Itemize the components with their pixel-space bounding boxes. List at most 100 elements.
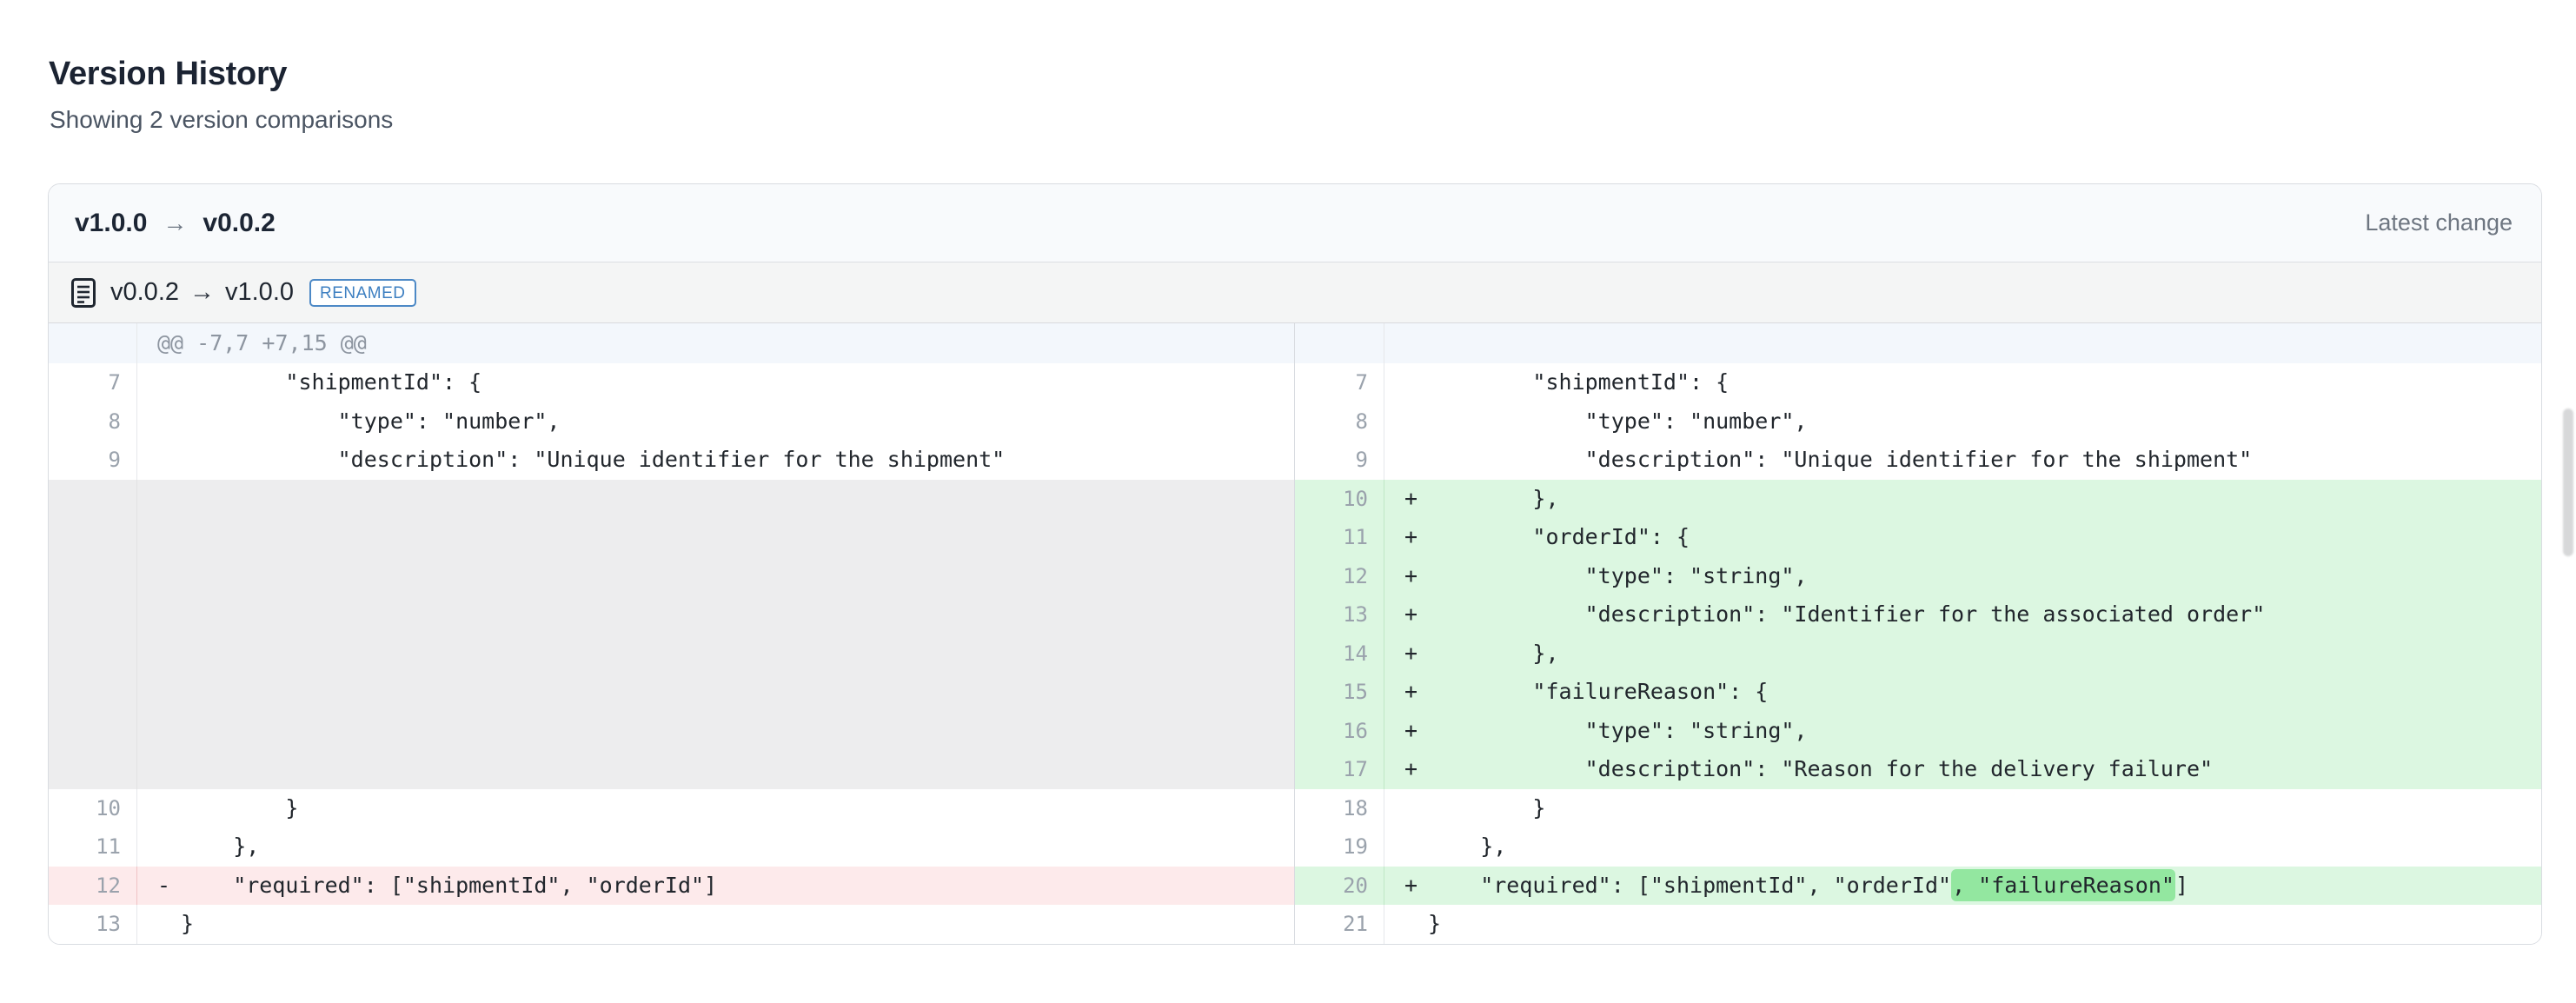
diff-line-removed: - "required": ["shipmentId", "orderId"] (137, 866, 1294, 905)
line-number: 9 (1294, 441, 1384, 480)
code-text: } (181, 911, 195, 936)
diff-line-context: "description": "Unique identifier for th… (137, 441, 1294, 480)
line-number (1294, 323, 1384, 363)
line-number: 10 (1294, 479, 1384, 518)
line-number (49, 323, 137, 363)
diff-row: 16+ "type": "string", (49, 711, 2541, 750)
diff-line-placeholder (137, 750, 1294, 789)
comparison-card-header[interactable]: v1.0.0 → v0.0.2 Latest change (49, 184, 2541, 262)
line-number: 19 (1294, 827, 1384, 867)
line-number: 15 (1294, 673, 1384, 712)
added-marker: + (1404, 756, 1418, 781)
line-number: 8 (1294, 402, 1384, 441)
page-title: Version History (49, 56, 288, 92)
line-number: 17 (1294, 750, 1384, 789)
line-number: 11 (1294, 518, 1384, 557)
hunk-header (1384, 323, 2541, 363)
line-number: 12 (1294, 556, 1384, 595)
diff-line-context: }, (1384, 827, 2541, 867)
line-number: 13 (49, 905, 137, 944)
diff-row: 10 }18 } (49, 788, 2541, 827)
line-number (49, 479, 137, 518)
diff-view: @@ -7,7 +7,15 @@7 "shipmentId": {7 "ship… (49, 323, 2541, 944)
diff-row: 13+ "description": "Identifier for the a… (49, 595, 2541, 634)
diff-line-added: + "orderId": { (1384, 518, 2541, 557)
code-text: "shipmentId": { (1428, 369, 1730, 395)
arrow-right-icon: → (189, 278, 215, 306)
diff-line-context: }, (137, 827, 1294, 867)
added-marker: + (1404, 872, 1418, 898)
added-marker: + (1404, 717, 1418, 743)
diff-row: 17+ "description": "Reason for the deliv… (49, 750, 2541, 789)
line-number (49, 711, 137, 750)
added-marker: + (1404, 562, 1418, 588)
code-text: }, (1428, 485, 1559, 511)
page-subtitle: Showing 2 version comparisons (50, 106, 394, 133)
line-number: 20 (1294, 866, 1384, 905)
file-version-to: v1.0.0 (225, 278, 294, 306)
code-text: "shipmentId": { (181, 369, 482, 395)
version-to: v0.0.2 (202, 208, 276, 237)
code-text: "required": ["shipmentId", "orderId"] (181, 872, 718, 898)
version-from: v1.0.0 (75, 208, 148, 237)
diff-line-added: + }, (1384, 479, 2541, 518)
diff-line-added: + "type": "string", (1384, 556, 2541, 595)
diff-row: 8 "type": "number",8 "type": "number", (49, 402, 2541, 441)
diff-line-placeholder (137, 518, 1294, 557)
line-number (49, 595, 137, 634)
diff-row: 12- "required": ["shipmentId", "orderId"… (49, 866, 2541, 905)
diff-line-context: } (137, 905, 1294, 944)
line-number: 14 (1294, 634, 1384, 673)
line-number (49, 750, 137, 789)
added-marker: + (1404, 679, 1418, 704)
code-text: "type": "number", (181, 408, 561, 434)
diff-row: @@ -7,7 +7,15 @@ (49, 323, 2541, 363)
diff-line-context: "shipmentId": { (1384, 363, 2541, 402)
code-text: }, (181, 834, 260, 859)
line-number (49, 518, 137, 557)
code-text: "orderId": { (1428, 524, 1690, 549)
line-number: 7 (49, 363, 137, 402)
diff-row: 14+ }, (49, 634, 2541, 673)
code-text: "type": "number", (1428, 408, 1808, 434)
code-text: "failureReason": { (1428, 679, 1769, 704)
code-text: } (1428, 794, 1546, 820)
diff-line-placeholder (137, 634, 1294, 673)
diff-row: 7 "shipmentId": {7 "shipmentId": { (49, 363, 2541, 402)
diff-line-added: + "description": "Reason for the deliver… (1384, 750, 2541, 789)
diff-row: 13}21} (49, 905, 2541, 944)
removed-marker: - (157, 872, 171, 898)
diff-line-context: "description": "Unique identifier for th… (1384, 441, 2541, 480)
code-segment: ] (2174, 872, 2188, 898)
code-text: }, (1428, 834, 1507, 859)
code-text: } (1428, 911, 1442, 936)
diff-row: 9 "description": "Unique identifier for … (49, 441, 2541, 480)
latest-change-label: Latest change (2365, 209, 2513, 236)
code-text: "required": ["shipmentId", "orderId", "f… (1428, 868, 2188, 901)
diff-row: 15 + "failureReason": { (49, 673, 2541, 712)
diff-line-context: "type": "number", (1384, 402, 2541, 441)
diff-row: 11 },19 }, (49, 827, 2541, 867)
diff-line-context: } (1384, 905, 2541, 944)
scrollbar-thumb[interactable] (2563, 409, 2573, 556)
diff-line-context: } (137, 788, 1294, 827)
code-text: "description": "Unique identifier for th… (1428, 447, 2253, 472)
code-text: "description": "Identifier for the assoc… (1428, 601, 2266, 627)
diff-line-placeholder (137, 673, 1294, 712)
diff-line-context: } (1384, 788, 2541, 827)
diff-row: 11+ "orderId": { (49, 518, 2541, 557)
hunk-header: @@ -7,7 +7,15 @@ (137, 323, 1294, 363)
file-header[interactable]: v0.0.2 → v1.0.0 RENAMED (49, 262, 2541, 323)
diff-row: 12+ "type": "string", (49, 556, 2541, 595)
added-marker: + (1404, 524, 1418, 549)
added-marker: + (1404, 601, 1418, 627)
diff-line-context: "type": "number", (137, 402, 1294, 441)
code-text: "description": "Reason for the delivery … (1428, 756, 2214, 781)
diff-row: 10+ }, (49, 479, 2541, 518)
file-name: v0.0.2 → v1.0.0 (110, 278, 294, 307)
file-document-icon (71, 277, 96, 308)
added-marker: + (1404, 640, 1418, 666)
diff-line-placeholder (137, 556, 1294, 595)
diff-line-placeholder (137, 595, 1294, 634)
hunk-header-text: @@ -7,7 +7,15 @@ (157, 330, 367, 355)
